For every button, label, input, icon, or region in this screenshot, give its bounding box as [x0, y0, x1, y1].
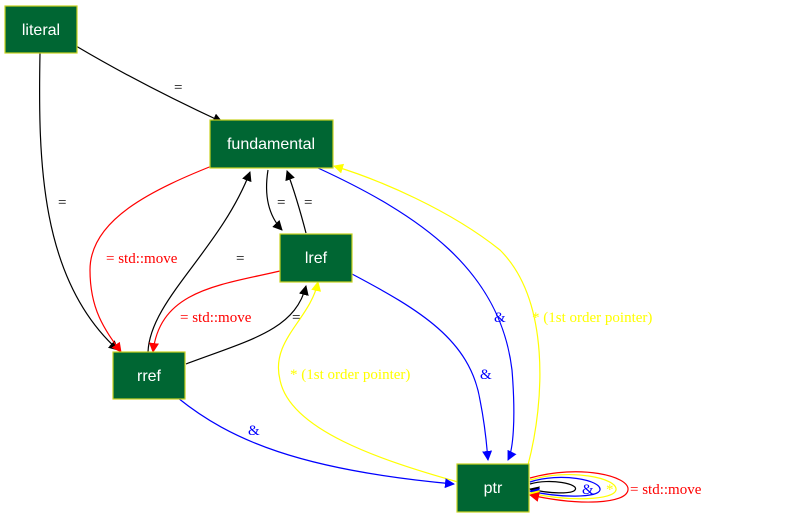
node-literal: literal	[4, 5, 78, 54]
self-loop-ptr-deref	[529, 474, 617, 500]
node-ptr: ptr	[456, 463, 530, 513]
label-self-loop-move: = std::move	[630, 482, 702, 498]
node-lref-label: lref	[305, 250, 328, 267]
self-loop-ptr-move	[529, 471, 629, 503]
node-ptr-label: ptr	[484, 480, 503, 497]
label-fundamental-ptr-address: &	[494, 310, 506, 326]
label-self-loop-deref: *	[606, 482, 614, 498]
node-fundamental-label: fundamental	[227, 136, 315, 153]
node-rref: rref	[112, 351, 186, 400]
label-fundamental-lref: =	[277, 195, 285, 211]
edge-literal-to-fundamental	[75, 45, 223, 123]
self-loop-ptr-assign	[529, 480, 576, 497]
edge-fundamental-to-rref-move	[89, 161, 223, 353]
edge-rref-to-fundamental	[147, 171, 252, 353]
self-loop-ptr-address	[529, 476, 601, 498]
label-lref-fundamental: =	[304, 195, 312, 211]
edge-fundamental-to-lref	[265, 169, 283, 231]
edge-ptr-to-lref-deref	[277, 281, 459, 483]
label-rref-ptr-address: &	[248, 423, 260, 439]
label-lref-ptr-address: &	[480, 367, 492, 383]
edge-rref-to-lref	[185, 285, 309, 365]
label-self-loop-address: &	[582, 482, 594, 498]
edge-lref-to-rref-move	[149, 270, 281, 353]
edge-literal-to-rref	[38, 52, 119, 351]
label-ptr-lref-deref: * (1st order pointer)	[290, 367, 410, 383]
edge-ptr-to-fundamental-deref	[333, 163, 541, 466]
label-literal-fundamental: =	[174, 80, 182, 96]
label-ptr-fundamental-deref: * (1st order pointer)	[532, 310, 652, 326]
label-rref-fundamental: =	[236, 251, 244, 267]
edge-lref-to-ptr-address	[351, 273, 493, 461]
label-fundamental-rref-move: = std::move	[106, 251, 178, 267]
label-lref-rref-move: = std::move	[180, 310, 252, 326]
node-fundamental: fundamental	[209, 119, 334, 169]
node-rref-label: rref	[137, 368, 162, 385]
node-lref: lref	[279, 233, 353, 283]
edge-fundamental-to-ptr-address	[317, 167, 517, 461]
label-rref-lref: =	[292, 310, 300, 326]
edge-lref-to-fundamental	[285, 170, 307, 234]
label-literal-rref: =	[58, 195, 66, 211]
edge-rref-to-ptr-address	[177, 397, 455, 489]
node-literal-label: literal	[22, 22, 60, 39]
